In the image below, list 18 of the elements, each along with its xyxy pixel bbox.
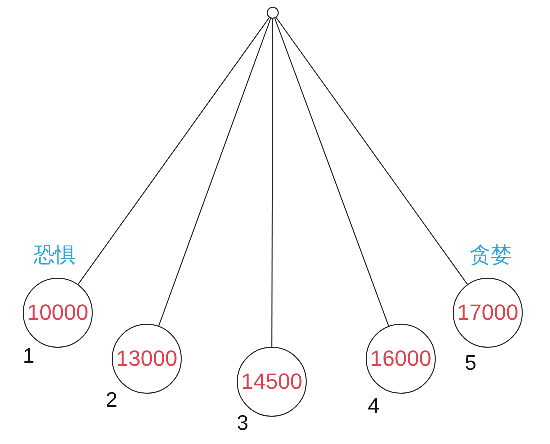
index-number: 2 (106, 390, 118, 411)
index-number: 5 (465, 353, 477, 374)
value-label: 17000 (457, 302, 519, 324)
connector-line (274, 18, 390, 327)
value-label: 10000 (27, 302, 89, 324)
index-number: 4 (368, 396, 380, 417)
value-label: 14500 (241, 371, 303, 393)
value-label: 16000 (370, 348, 432, 370)
heading-label: 贪婪 (470, 244, 512, 266)
connector-line (158, 18, 272, 327)
connector-line (78, 17, 270, 286)
connector-line (276, 17, 468, 286)
index-number: 3 (237, 413, 249, 434)
heading-label: 恐惧 (34, 244, 76, 266)
index-number: 1 (23, 346, 35, 367)
connector-line (272, 18, 274, 348)
value-label: 13000 (116, 348, 178, 370)
pivot-circle (267, 7, 279, 19)
